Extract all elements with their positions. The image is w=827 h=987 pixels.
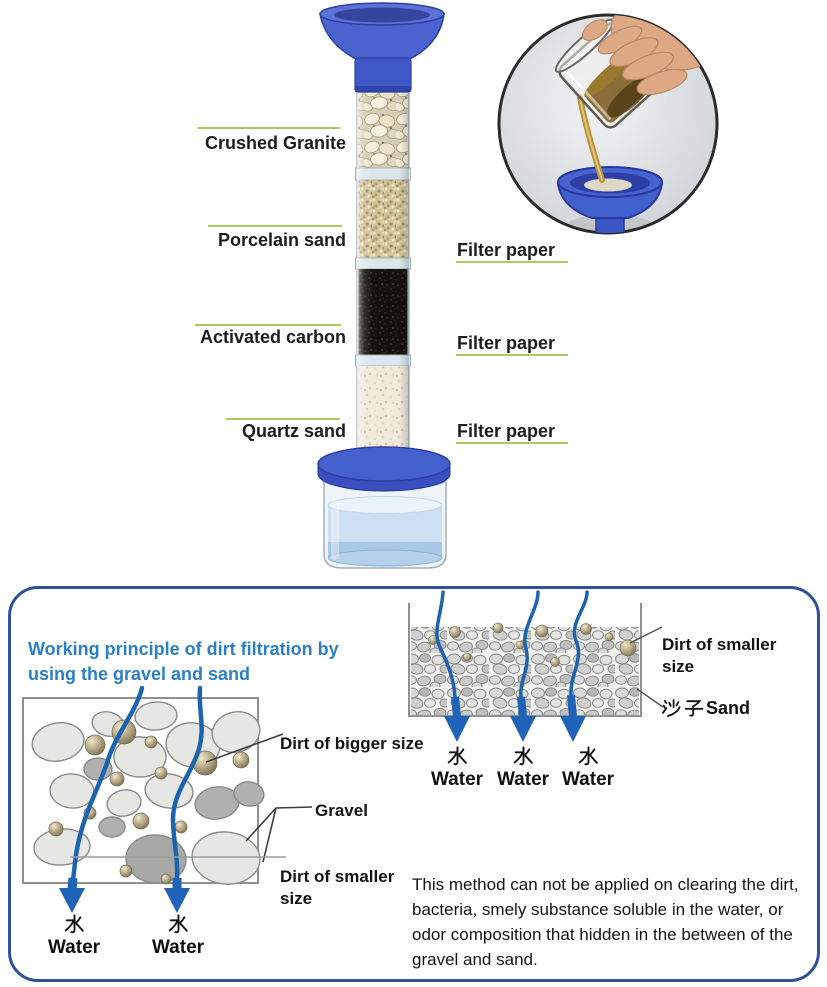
sand-filtration-diagram (408, 590, 664, 742)
filter-paper-label: Filter paper (457, 421, 556, 441)
water-label: 水 Water (553, 746, 623, 791)
filter-tube-layers (355, 89, 411, 453)
water-zh-glyph (168, 914, 189, 935)
dirt-particles (48, 719, 250, 885)
sand-zh-glyph (684, 698, 704, 718)
callout-dirt-smaller-left: Dirt of smaller size (280, 867, 395, 909)
dirty-water-stream-icon (577, 95, 605, 183)
water-en-label: Water (561, 769, 615, 790)
water-zh-glyph (447, 746, 468, 767)
label-underline (456, 442, 568, 444)
water-zh-glyph (578, 746, 599, 767)
gravel-rocks (31, 701, 265, 885)
cup-lid (317, 446, 451, 492)
water-label: 水 Water (39, 914, 109, 959)
pouring-photo-inset (497, 13, 719, 235)
water-en-label: Water (151, 937, 205, 958)
inset-funnel-icon (556, 166, 664, 233)
callout-pointer-lines (205, 733, 313, 863)
callout-dirt-smaller-right: Dirt of smaller size (662, 635, 777, 677)
water-label: 水 Water (422, 746, 492, 791)
label-overline (195, 324, 341, 326)
gravel-filtration-diagram (22, 685, 313, 913)
layer-label-quartz-sand: Quartz sand (241, 421, 346, 441)
layer-label-activated-carbon: Activated carbon (199, 327, 346, 347)
water-label: 水 Water (488, 746, 558, 791)
callout-sand: 沙子Sand (662, 698, 750, 719)
note-text: This method can not be applied on cleari… (412, 875, 799, 969)
filter-paper-label: Filter paper (457, 240, 556, 260)
filter-column-illustration (317, 2, 451, 569)
callout-dirt-bigger: Dirt of bigger size (280, 734, 424, 753)
label-underline (456, 261, 568, 263)
water-en-label: Water (430, 769, 484, 790)
sand-zh-glyph (662, 698, 682, 718)
water-en-label: Water (496, 769, 550, 790)
dirt-particles (428, 622, 637, 667)
panel-title-line2: using the gravel and sand (28, 664, 251, 684)
layer-label-crushed-granite: Crushed Granite (204, 133, 346, 153)
water-en-label: Water (47, 937, 101, 958)
water-streams (435, 590, 589, 742)
water-zh-glyph (513, 746, 534, 767)
label-overline (226, 418, 340, 420)
callout-pointer-lines (629, 626, 664, 708)
sand-en-label: Sand (706, 698, 751, 718)
filter-paper-label: Filter paper (457, 333, 556, 353)
water-zh-glyph (64, 914, 85, 935)
water-streams (59, 685, 204, 913)
funnel (319, 2, 445, 93)
panel-title-line1: Working principle of dirt filtration by (28, 639, 339, 659)
label-underline (456, 354, 568, 356)
label-overline (198, 127, 340, 129)
water-label: 水 Water (143, 914, 213, 959)
layer-label-porcelain-sand: Porcelain sand (217, 230, 346, 250)
label-overline (208, 225, 342, 227)
callout-gravel: Gravel (315, 801, 368, 820)
